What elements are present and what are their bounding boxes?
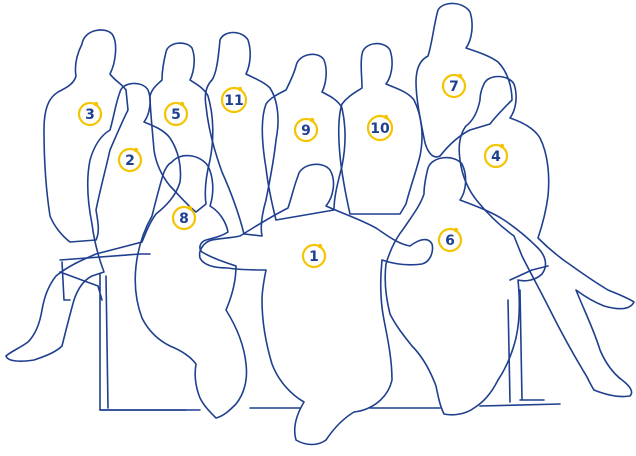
badge-3-dot (94, 102, 98, 106)
badge-6-dot (454, 228, 458, 232)
badge-7-dot (458, 74, 462, 78)
badge-8[interactable]: 8 (173, 206, 195, 229)
badge-11[interactable]: 11 (222, 87, 246, 112)
badge-6[interactable]: 6 (439, 228, 461, 251)
badge-9-dot (310, 118, 314, 122)
badge-5-dot (180, 102, 184, 106)
badge-4-dot (500, 144, 504, 148)
badge-4-label: 4 (491, 149, 501, 165)
person-3-silhouette (44, 30, 128, 242)
badge-9[interactable]: 9 (295, 118, 317, 141)
badge-2-dot (134, 148, 138, 152)
badge-1[interactable]: 1 (303, 244, 325, 267)
badge-11-dot (238, 87, 242, 91)
badge-10-label: 10 (370, 121, 390, 137)
badge-11-label: 11 (224, 93, 243, 109)
badge-10[interactable]: 10 (368, 115, 392, 140)
badge-1-label: 1 (309, 249, 319, 265)
badge-5[interactable]: 5 (165, 102, 187, 125)
badge-10-dot (384, 115, 388, 119)
badge-3-label: 3 (85, 107, 95, 123)
floor-line (100, 404, 560, 410)
badge-2-label: 2 (125, 153, 135, 169)
person-8-silhouette (135, 156, 246, 418)
badge-2[interactable]: 2 (119, 148, 141, 171)
person-4-silhouette (459, 77, 634, 397)
badge-6-label: 6 (445, 233, 455, 249)
badge-7-label: 7 (449, 79, 459, 95)
right-bench (508, 266, 548, 402)
badge-1-dot (318, 244, 322, 248)
person-1-silhouette (200, 164, 433, 444)
badge-8-label: 8 (179, 211, 189, 227)
person-11-silhouette (205, 33, 278, 237)
badge-7[interactable]: 7 (443, 74, 465, 97)
left-bench (60, 254, 186, 410)
badge-3[interactable]: 3 (79, 102, 101, 125)
badge-5-label: 5 (171, 107, 181, 123)
badge-8-dot (188, 206, 192, 210)
badge-9-label: 9 (301, 123, 311, 139)
badge-4[interactable]: 4 (485, 144, 507, 167)
